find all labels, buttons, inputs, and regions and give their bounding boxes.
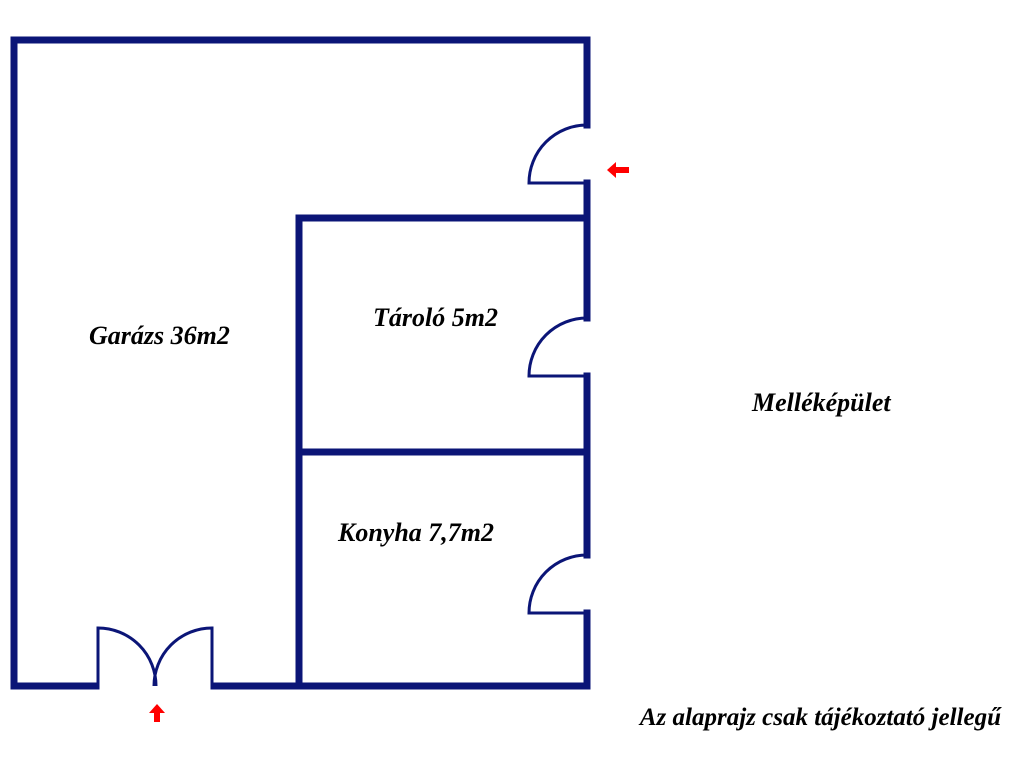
red-arrow-icon bbox=[149, 704, 165, 722]
doors bbox=[96, 123, 588, 687]
room-label-storage: Tároló 5m2 bbox=[373, 303, 498, 332]
door-garage-left bbox=[96, 626, 158, 687]
disclaimer: Az alaprajz csak tájékoztató jellegű bbox=[638, 704, 1002, 731]
door-storage bbox=[527, 316, 588, 378]
room-label-kitchen: Konyha 7,7m2 bbox=[337, 518, 494, 547]
building-label: Melléképület bbox=[751, 388, 891, 417]
door-kitchen bbox=[527, 553, 588, 615]
room-label-garage: Garázs 36m2 bbox=[89, 321, 230, 350]
door-top-right bbox=[527, 123, 588, 185]
red-arrow-icon bbox=[607, 162, 629, 178]
walls bbox=[10, 36, 591, 690]
entrance-arrows bbox=[149, 162, 629, 722]
door-garage-right bbox=[152, 626, 214, 687]
